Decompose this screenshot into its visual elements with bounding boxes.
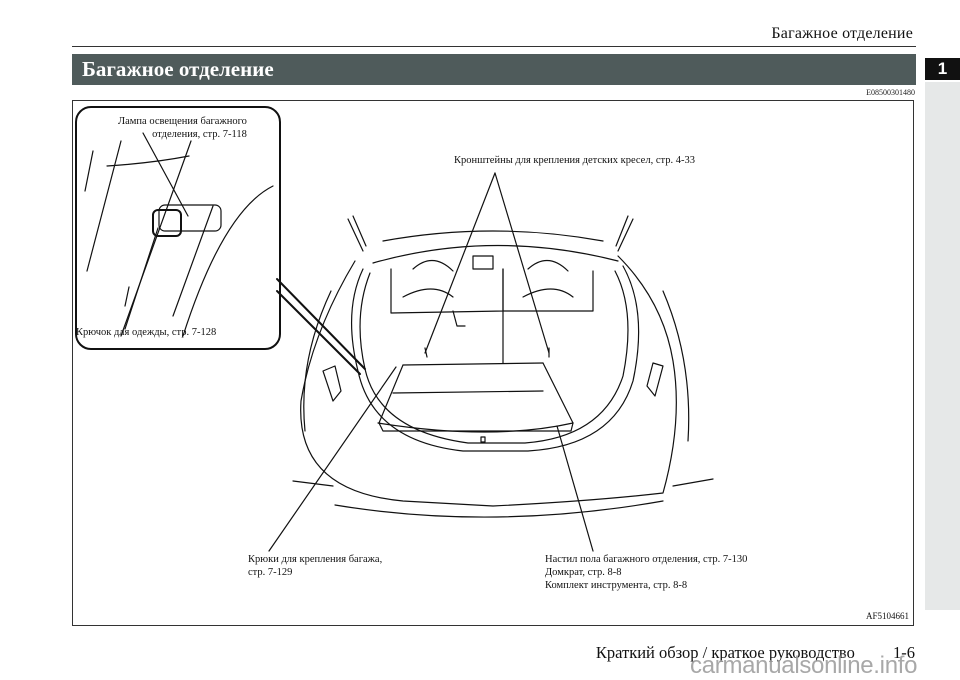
callout-floor-board-line1: Настил пола багажного отделения, стр. 7-… (545, 554, 748, 565)
callout-luggage-hooks-line2: стр. 7-129 (248, 567, 293, 578)
cargo-lamp (158, 204, 222, 232)
car-body (292, 215, 714, 518)
callout-jack-line: Домкрат, стр. 8-8 (545, 567, 622, 578)
luggage-compartment-figure: Лампа освещения багажного отделения, стр… (72, 100, 914, 626)
section-code: E08500301480 (866, 88, 915, 97)
callout-child-seat-anchors: Кронштейны для крепления детских кресел,… (454, 155, 695, 166)
callout-tool-kit-line: Комплект инструмента, стр. 8-8 (545, 580, 688, 591)
section-title: Багажное отделение (82, 57, 274, 81)
callout-coat-hook: Крючок для одежды, стр. 7-128 (76, 327, 217, 338)
inset-frame (75, 106, 281, 350)
chapter-side-strip (925, 82, 960, 610)
coat-hook (152, 209, 182, 237)
figure-id: AF5104661 (865, 611, 909, 621)
section-title-bar: Багажное отделение (72, 54, 916, 85)
header-rule (72, 46, 916, 47)
book-title: Краткий обзор / краткое руководство (595, 643, 855, 662)
page-footer: Краткий обзор / краткое руководство 1-6 (596, 643, 915, 663)
callout-luggage-hooks-line1: Крюки для крепления багажа, (248, 554, 383, 565)
callout-luggage-hooks: Крюки для крепления багажа, стр. 7-129 (248, 553, 382, 579)
callout-floor-board: Настил пола багажного отделения, стр. 7-… (545, 553, 747, 592)
car-rear-illustration (84, 132, 714, 552)
watermark: carmanualsonline.info (690, 652, 918, 679)
floor-handle (480, 436, 486, 443)
leader-child-seat-right (494, 172, 550, 354)
callout-cargo-lamp: Лампа освещения багажного отделения, стр… (118, 115, 247, 141)
inset-sketch (84, 140, 274, 337)
callout-cargo-lamp-line2: отделения, стр. 7-118 (152, 129, 247, 140)
cargo-area (377, 255, 594, 443)
callout-cargo-lamp-line1: Лампа освещения багажного (118, 116, 247, 127)
leader-lamp (142, 132, 189, 217)
running-head: Багажное отделение (771, 25, 913, 42)
chapter-tab[interactable]: 1 (925, 58, 960, 80)
leader-child-seat-left (424, 172, 496, 354)
leader-floor-board (556, 425, 594, 552)
page-number: 1-6 (893, 643, 915, 662)
leader-coat-hook (124, 227, 159, 330)
leader-luggage-hooks (268, 366, 397, 552)
